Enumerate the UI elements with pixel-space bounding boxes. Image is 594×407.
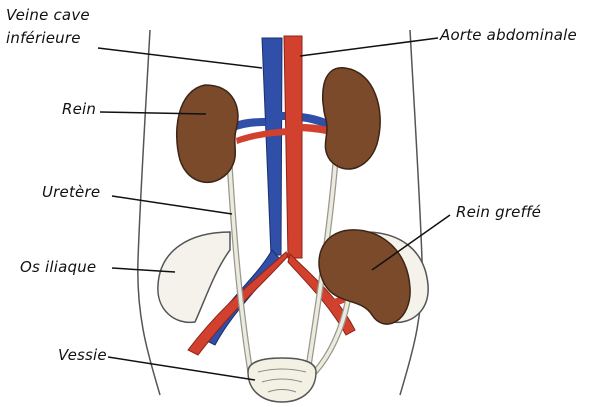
rein-droit [323,68,380,169]
label-rein: Rein [62,100,96,118]
label-rein-greffe: Rein greffé [456,203,541,221]
label-veine-cave-line2: inférieure [6,29,81,47]
label-os-iliaque: Os iliaque [20,258,96,276]
label-aorte-abdominale: Aorte abdominale [440,26,577,44]
label-uretere: Uretère [42,183,100,201]
veine-cave-inferieure [205,38,328,345]
label-vessie: Vessie [58,346,107,364]
rein-gauche [177,85,238,182]
vessie-organ [248,358,316,402]
label-veine-cave-line1: Veine cave [6,6,90,24]
